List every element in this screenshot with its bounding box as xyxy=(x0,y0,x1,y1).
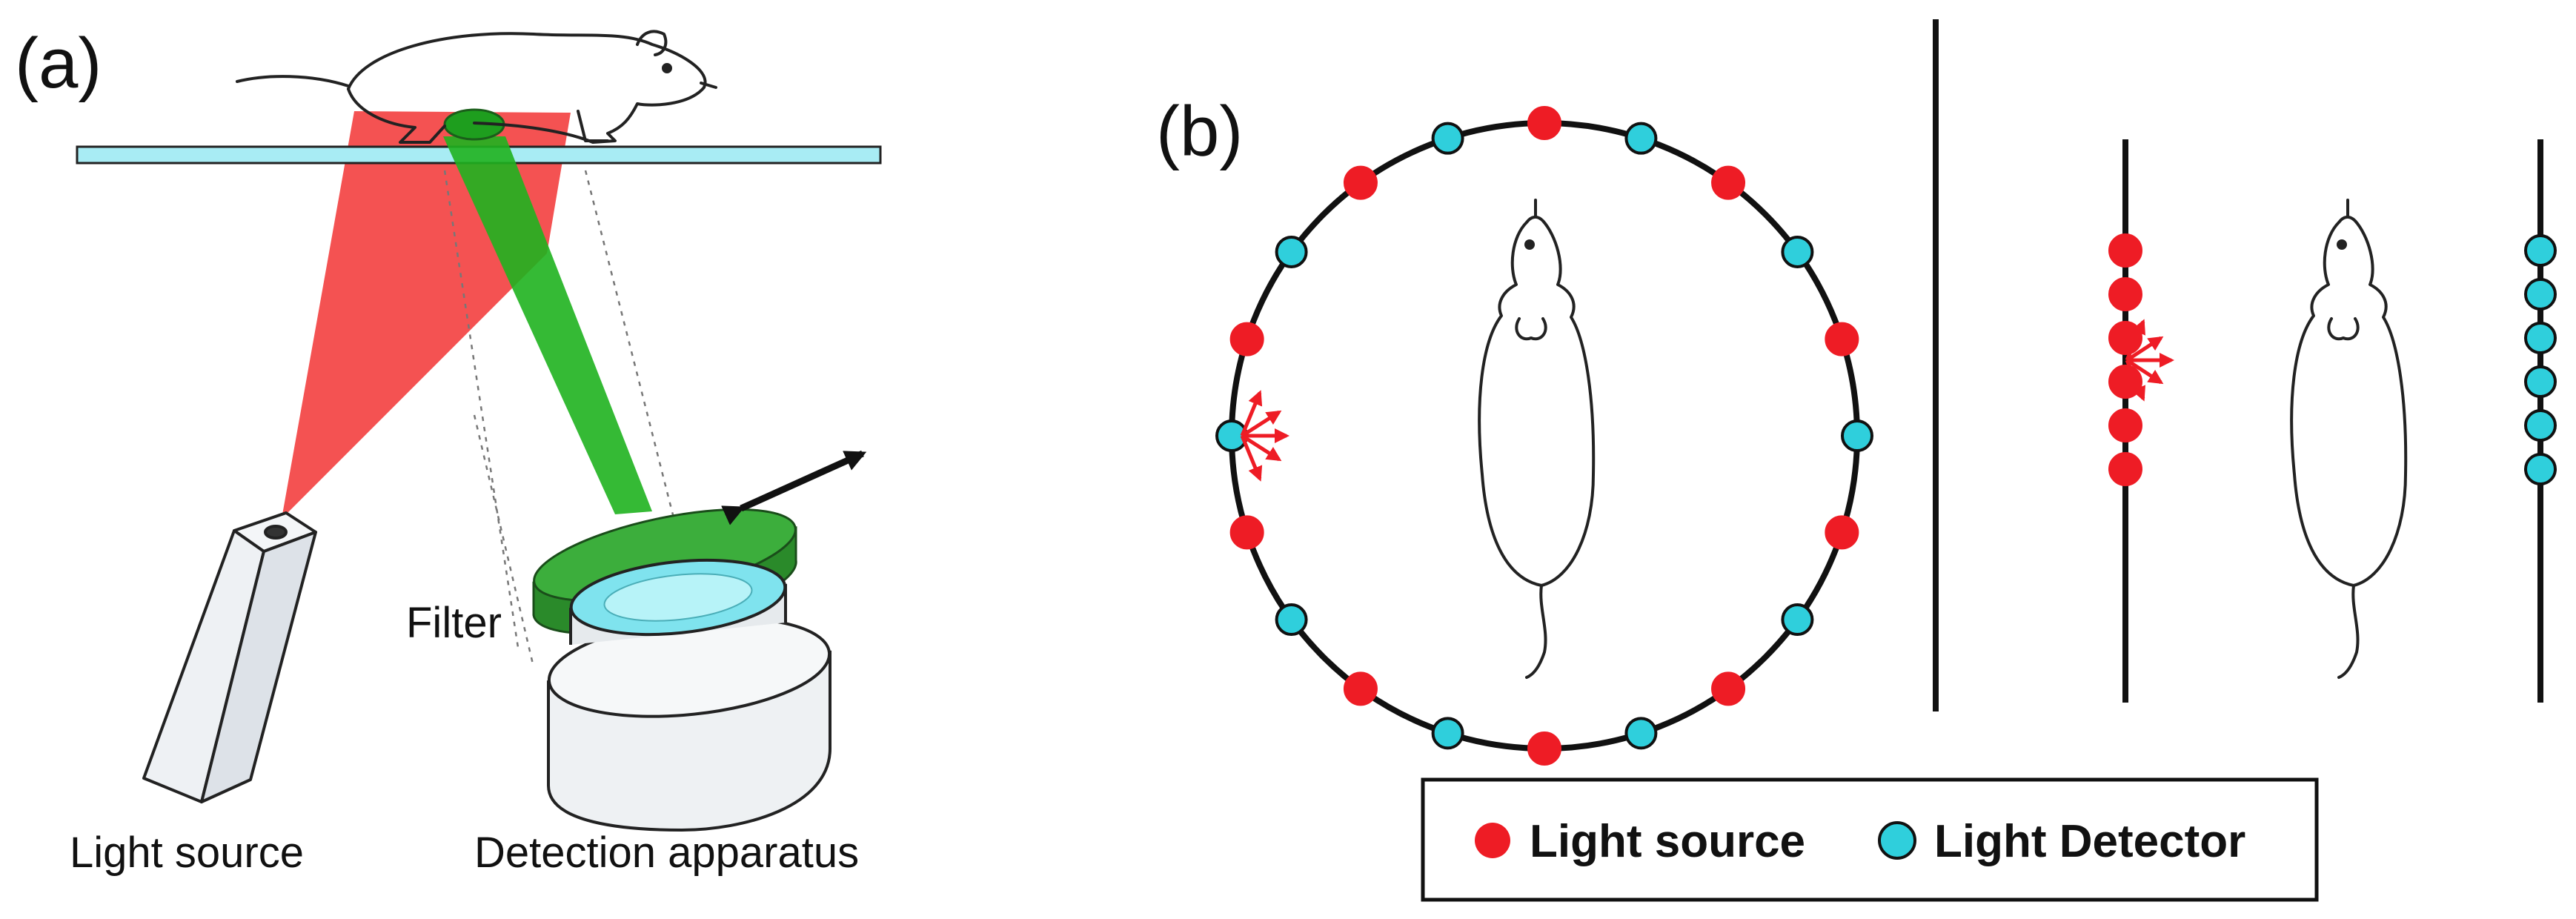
light-source-marker xyxy=(2108,452,2142,486)
light-detector-marker xyxy=(1781,603,1814,637)
light-source-marker xyxy=(2108,408,2142,442)
light-source-marker xyxy=(1527,106,1561,140)
filter-label: Filter xyxy=(406,599,502,647)
light-detector-marker xyxy=(1781,235,1814,268)
light-detector-marker xyxy=(1624,717,1658,750)
mouse-side-view xyxy=(236,30,717,144)
light-source-label: Light source xyxy=(70,829,304,877)
light-detector-marker xyxy=(2524,453,2557,485)
panel-b-label: (b) xyxy=(1156,92,1243,171)
double-arrow-icon xyxy=(721,450,867,525)
light-source-marker xyxy=(2108,233,2142,268)
light-source-marker xyxy=(1229,515,1264,550)
light-detector-marker xyxy=(2524,409,2557,442)
detector-rail-markers xyxy=(2524,234,2557,485)
light-source-marker xyxy=(1711,671,1746,706)
ring-source-emission-arrows xyxy=(1240,390,1289,482)
light-source-marker xyxy=(1229,322,1264,356)
legend-source-label: Light source xyxy=(1530,816,1805,867)
legend-detector-label: Light Detector xyxy=(1934,816,2245,867)
light-detector-marker xyxy=(2524,365,2557,398)
rail-source-emission-arrows xyxy=(2125,319,2174,402)
light-detector-marker xyxy=(1275,603,1308,637)
light-source-marker xyxy=(1343,165,1378,200)
light-detector-marker xyxy=(1624,122,1658,155)
legend: Light source Light Detector xyxy=(1421,777,2319,902)
light-source-marker xyxy=(2108,277,2142,311)
light-source-marker xyxy=(1343,671,1378,706)
light-source-marker xyxy=(1825,322,1859,356)
light-detector-marker xyxy=(1841,419,1873,452)
light-detector-marker xyxy=(2524,278,2557,311)
cyan-dot-icon xyxy=(1878,821,1916,860)
ring-markers xyxy=(1215,106,1873,766)
detection-apparatus xyxy=(547,558,831,832)
light-source-box xyxy=(142,511,317,803)
detector-field-of-view-lines xyxy=(443,170,706,668)
light-detector-marker xyxy=(2524,322,2557,354)
panel-a-label: (a) xyxy=(15,24,102,103)
detection-apparatus-label: Detection apparatus xyxy=(474,829,859,877)
panel-b: (b) xyxy=(1156,19,2557,902)
panel-a: (a) xyxy=(15,24,882,877)
light-detector-marker xyxy=(1431,122,1464,155)
legend-box xyxy=(1421,777,2319,902)
light-detector-marker xyxy=(1431,717,1464,750)
mouse-top-view-planar xyxy=(2290,199,2408,679)
mouse-top-view-ring xyxy=(1478,199,1596,679)
light-detector-marker xyxy=(1275,235,1308,268)
emission-beam xyxy=(443,136,652,514)
light-source-marker xyxy=(1527,731,1561,766)
light-source-marker xyxy=(1711,165,1746,200)
light-source-marker xyxy=(1825,515,1859,550)
red-dot-icon xyxy=(1475,823,1510,858)
light-detector-marker xyxy=(2524,234,2557,267)
